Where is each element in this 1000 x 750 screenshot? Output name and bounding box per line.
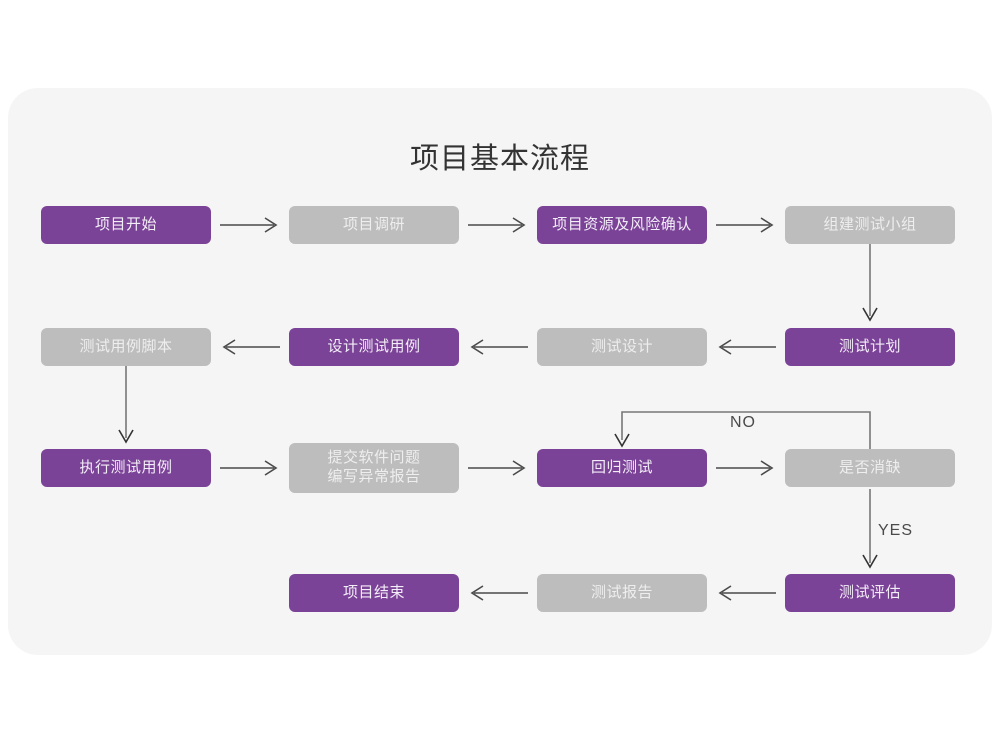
flow-node-test-design[interactable]: 测试设计 — [537, 328, 707, 366]
arrow-left-testdesign-to-designcases — [463, 337, 533, 357]
edge-label-no: NO — [730, 414, 756, 431]
arrow-right-start-to-research — [215, 215, 285, 235]
arrow-right-research-to-resources — [463, 215, 533, 235]
flow-node-execute-test-cases[interactable]: 执行测试用例 — [41, 449, 211, 487]
edge-label-yes: YES — [878, 522, 914, 539]
arrow-right-defect-to-regression — [463, 458, 533, 478]
flow-node-test-report[interactable]: 测试报告 — [537, 574, 707, 612]
flow-node-test-evaluation[interactable]: 测试评估 — [785, 574, 955, 612]
flow-node-test-case-script[interactable]: 测试用例脚本 — [41, 328, 211, 366]
flow-node-design-test-cases[interactable]: 设计测试用例 — [289, 328, 459, 366]
arrow-right-resources-to-team — [711, 215, 781, 235]
diagram-card — [8, 88, 992, 655]
arrow-left-evaluation-to-testreport — [711, 583, 781, 603]
flow-node-build-test-team[interactable]: 组建测试小组 — [785, 206, 955, 244]
arrow-left-design-to-script — [215, 337, 285, 357]
flow-node-regression-test[interactable]: 回归测试 — [537, 449, 707, 487]
flow-node-submit-issue-write-report[interactable]: 提交软件问题 编写异常报告 — [289, 443, 459, 493]
flow-node-project-start[interactable]: 项目开始 — [41, 206, 211, 244]
arrow-right-execute-to-report-defect — [215, 458, 285, 478]
arrow-right-regression-to-defect-cleared — [711, 458, 781, 478]
arrow-left-testplan-to-testdesign — [711, 337, 781, 357]
flow-node-project-research[interactable]: 项目调研 — [289, 206, 459, 244]
page-title: 项目基本流程 — [409, 143, 590, 175]
flow-node-project-end[interactable]: 项目结束 — [289, 574, 459, 612]
arrow-left-testreport-to-projectend — [463, 583, 533, 603]
flow-node-test-plan[interactable]: 测试计划 — [785, 328, 955, 366]
flow-node-defect-cleared-decision[interactable]: 是否消缺 — [785, 449, 955, 487]
flow-node-resource-risk-confirm[interactable]: 项目资源及风险确认 — [537, 206, 707, 244]
